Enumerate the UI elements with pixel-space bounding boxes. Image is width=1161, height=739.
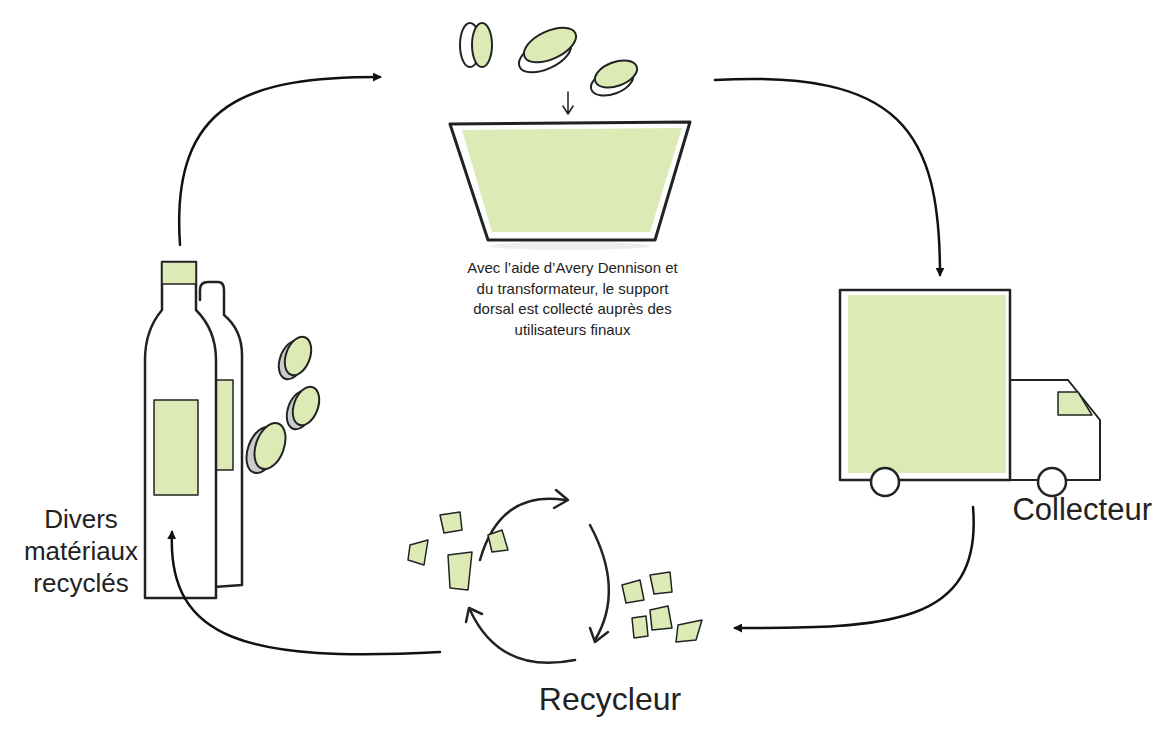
cycle-arrow bbox=[172, 532, 440, 654]
cycle-arrow bbox=[715, 79, 940, 275]
collector-step: Collecteur bbox=[830, 280, 1155, 532]
collection-bin bbox=[450, 122, 690, 250]
recycler-step: Recycleur bbox=[395, 430, 725, 735]
cycle-arrow bbox=[735, 507, 974, 628]
recycle-symbol bbox=[408, 490, 702, 663]
step-label: Recycleur bbox=[495, 680, 725, 718]
step-label: Avec l’aide d’Avery Dennison et du trans… bbox=[465, 258, 680, 340]
label-rolls bbox=[460, 20, 641, 114]
step-label: Collecteur bbox=[960, 492, 1152, 528]
cycle-arrow bbox=[179, 77, 380, 245]
materials-step: Divers matériaux recyclés bbox=[14, 245, 350, 610]
bin-step: Avec l’aide d’Avery Dennison et du trans… bbox=[445, 5, 700, 377]
truck bbox=[840, 290, 1100, 496]
step-label: Divers matériaux recyclés bbox=[14, 503, 148, 599]
